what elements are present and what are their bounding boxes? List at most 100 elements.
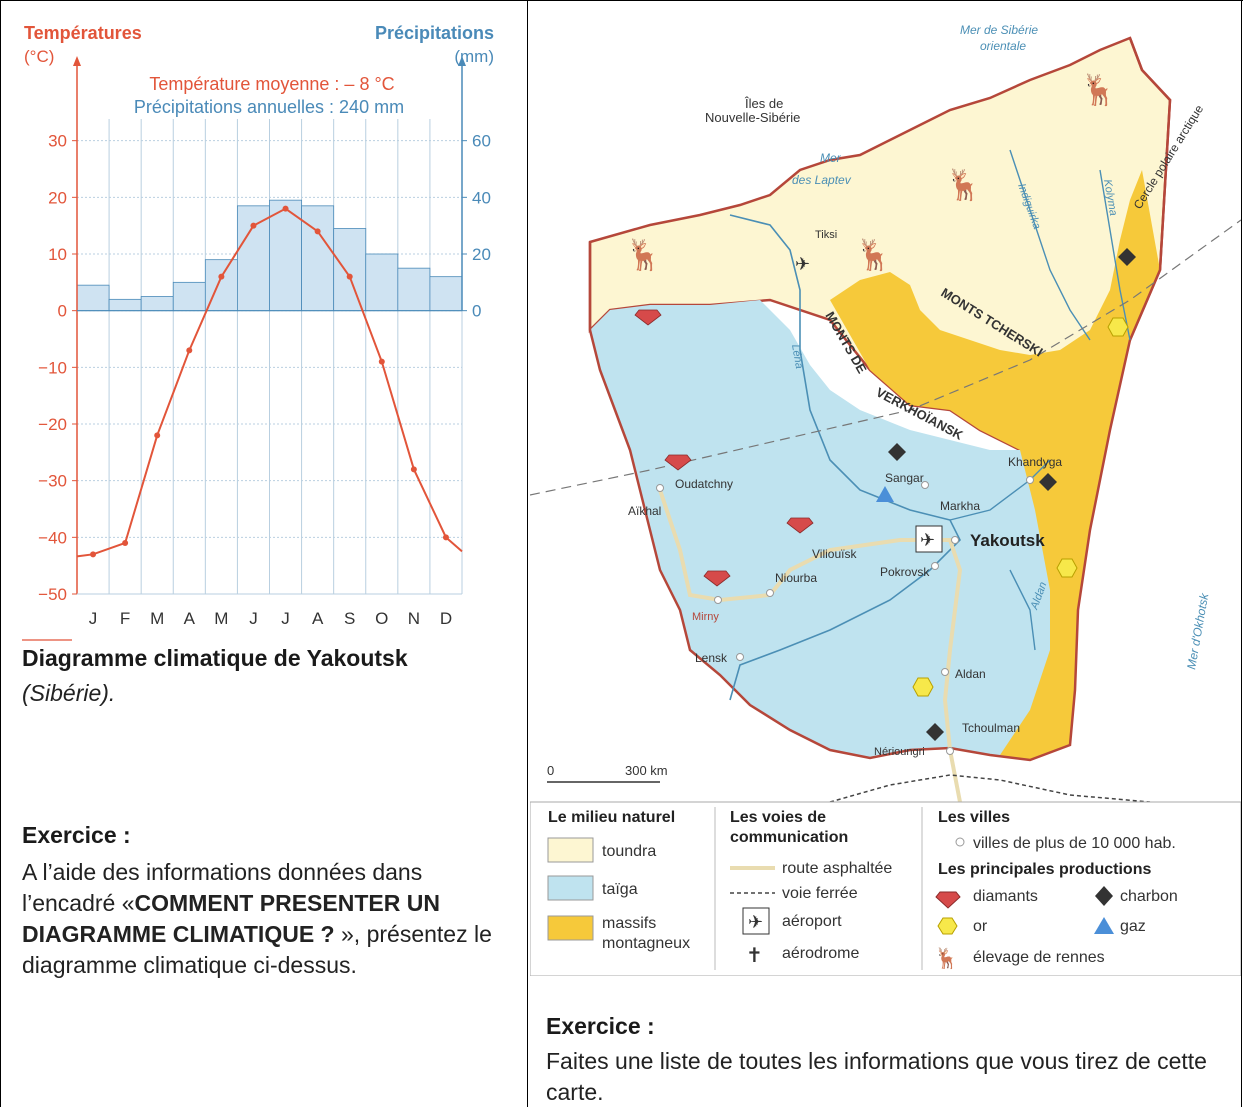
- right-tick-label: 60: [472, 132, 491, 151]
- temperature-point: [282, 205, 289, 212]
- legend-airport-glyph: ✈: [748, 912, 763, 932]
- label-nerioungri: Nérioungri: [874, 746, 925, 758]
- precipitation-bar: [365, 253, 399, 312]
- label-mer-laptev2: des Laptev: [792, 173, 852, 187]
- precipitation-bar: [301, 205, 335, 312]
- month-label: F: [120, 609, 130, 628]
- charbon-icon: [1039, 473, 1057, 491]
- legend-charbon: charbon: [1120, 888, 1178, 905]
- temperature-point: [186, 347, 193, 354]
- temperature-point: [122, 540, 129, 546]
- ville-icon: [766, 589, 774, 597]
- renne-icon: 🦌: [855, 237, 892, 272]
- legend-ville-icon: [955, 837, 965, 847]
- renne-icon: 🦌: [945, 167, 982, 202]
- precipitation-axis-arrow: [458, 56, 466, 66]
- precipitation-bar: [397, 267, 431, 312]
- label-yakoutsk: Yakoutsk: [970, 531, 1045, 550]
- right-border: [1241, 0, 1242, 1107]
- precipitation-bar: [333, 228, 367, 312]
- label-aikhal: Aïkhal: [628, 504, 661, 518]
- label-aldan-city: Aldan: [955, 667, 986, 681]
- label-pokrovsk: Pokrovsk: [880, 565, 930, 579]
- month-label: D: [440, 609, 452, 628]
- legend-taiga: taïga: [602, 881, 638, 898]
- right-tick-label: 0: [472, 302, 481, 321]
- middle-border: [527, 0, 528, 1107]
- right-axis-unit: (mm): [454, 47, 494, 66]
- or-icon: [1056, 558, 1078, 578]
- month-label: M: [150, 609, 164, 628]
- label-khandyga: Khandyga: [1008, 455, 1062, 469]
- month-label: J: [249, 609, 257, 628]
- ville-icon: [656, 484, 664, 492]
- month-label: O: [375, 609, 388, 628]
- diamant-icon: [786, 517, 814, 534]
- temperature-line: [76, 205, 463, 558]
- label-viliouisk: Viliouïsk: [812, 547, 857, 561]
- month-label: M: [214, 609, 228, 628]
- legend-box: [530, 801, 1241, 976]
- month-label: N: [408, 609, 420, 628]
- temperature-point: [378, 358, 385, 365]
- renne-icon: 🦌: [1080, 72, 1117, 107]
- aeroport-icon: [915, 525, 943, 553]
- region-border: [588, 37, 1172, 762]
- label-niourba: Niourba: [775, 571, 817, 585]
- legend-swatch-taiga: [547, 875, 594, 901]
- exercise-right-heading: Exercice :: [546, 1013, 655, 1039]
- left-tick-label: 20: [48, 188, 67, 207]
- temperature-point: [314, 228, 321, 235]
- charbon-icon: [1118, 248, 1136, 266]
- legend-voie-ferree: voie ferrée: [782, 885, 858, 902]
- ville-icon: [946, 747, 954, 755]
- ville-icon: [941, 668, 949, 676]
- temperature-point: [346, 273, 353, 280]
- temperature-annotation: Température moyenne : – 8 °C: [149, 74, 394, 94]
- month-label: S: [344, 609, 355, 628]
- ville-icon: [921, 481, 929, 489]
- left-tick-label: −30: [38, 472, 67, 491]
- or-icon: [912, 677, 934, 697]
- legend-diamants: diamants: [973, 888, 1038, 905]
- legend-or: or: [973, 918, 988, 935]
- precipitation-bar: [140, 296, 174, 312]
- legend-voies-title2: communication: [730, 829, 848, 846]
- label-markha: Markha: [940, 499, 980, 513]
- temperature-point: [218, 273, 225, 280]
- legend-gaz: gaz: [1120, 918, 1146, 935]
- left-tick-label: 30: [48, 132, 67, 151]
- month-label: A: [184, 609, 196, 628]
- taiga-area: [590, 300, 1075, 760]
- left-tick-label: 0: [58, 302, 67, 321]
- left-border: [0, 0, 1, 1107]
- label-lena: Léna: [789, 343, 805, 369]
- renne-icon: 🦌: [625, 237, 662, 272]
- left-tick-label: −50: [38, 585, 67, 604]
- kolyma-river: [1099, 169, 1131, 341]
- legend-villes-item: villes de plus de 10 000 hab.: [973, 835, 1176, 852]
- label-iles2: Nouvelle-Sibérie: [705, 110, 800, 125]
- exercise-left-heading: Exercice :: [22, 822, 131, 848]
- left-axis-title: Températures: [24, 23, 142, 43]
- legend-productions-title: Les principales productions: [938, 861, 1151, 878]
- legend-villes-title: Les villes: [938, 809, 1010, 826]
- label-mirny: Mirny: [692, 611, 719, 623]
- legend-swatch-toundra: [547, 837, 594, 863]
- precipitation-bar: [237, 205, 270, 312]
- temperature-point: [154, 432, 161, 439]
- legend-aerodrome: aérodrome: [782, 945, 859, 962]
- legend-massifs1: massifs: [602, 915, 656, 932]
- aldan-river: [949, 459, 1051, 651]
- right-axis-title: Précipitations: [375, 23, 494, 43]
- left-tick-label: −40: [38, 528, 67, 547]
- legend-airport-icon: [742, 907, 770, 935]
- label-tchoulman: Tchoulman: [962, 721, 1020, 735]
- label-mer-laptev1: Mer: [820, 151, 842, 165]
- charbon-icon: [926, 723, 944, 741]
- legend-milieu-title: Le milieu naturel: [548, 809, 675, 826]
- legend-route: route asphaltée: [782, 860, 892, 877]
- map-yakoutie: Mer de Sibérie orientale Îles de Nouvell…: [530, 10, 1241, 976]
- ville-icon: [1026, 476, 1034, 484]
